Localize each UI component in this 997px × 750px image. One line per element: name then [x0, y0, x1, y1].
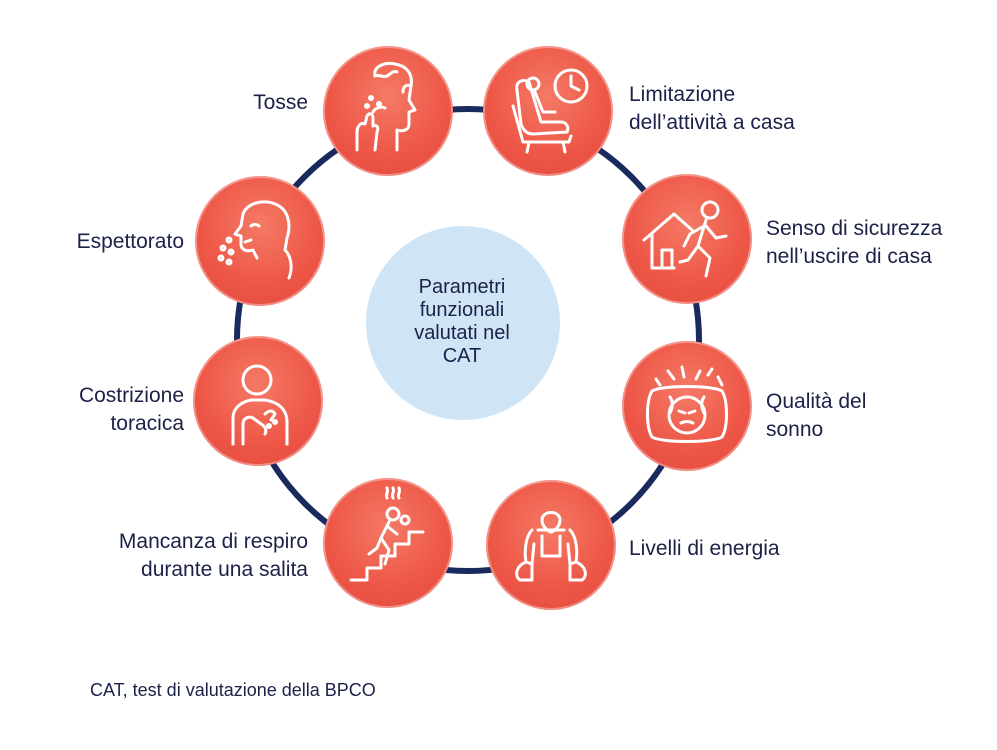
label-costrizione: Costrizione toracica — [40, 382, 184, 438]
label-sonno: Qualità del sonno — [766, 388, 866, 444]
node-respiro — [323, 478, 453, 608]
center-line: valutati nel — [414, 322, 510, 344]
person-leaving-house-icon — [642, 200, 728, 278]
label-line: Livelli di energia — [629, 537, 780, 560]
chest-tightness-icon — [231, 364, 289, 446]
label-line: Costrizione — [78, 384, 184, 407]
sputum-icon — [217, 200, 293, 280]
node-costrizione — [193, 336, 323, 466]
label-line: Tosse — [253, 91, 308, 114]
center-line: funzionali — [419, 299, 505, 321]
node-sicurezza — [622, 174, 752, 304]
label-energia: Livelli di energia — [629, 535, 780, 563]
center-circle — [366, 226, 560, 420]
label-respiro: Mancanza di respiro durante una salita — [60, 528, 308, 584]
node-limitazione — [483, 46, 613, 176]
armchair-clock-icon — [511, 68, 589, 154]
center-title: Parametri funzionali valutati nel CAT — [378, 276, 546, 368]
node-energia — [486, 480, 616, 610]
label-line: dell’attività a casa — [629, 111, 795, 134]
label-limitazione: Limitazione dell’attività a casa — [629, 81, 795, 137]
node-sonno — [622, 341, 752, 471]
label-line: sonno — [766, 418, 824, 441]
label-line: Mancanza di respiro — [118, 530, 308, 553]
label-line: nell’uscire di casa — [766, 245, 932, 268]
label-line: Senso di sicurezza — [766, 217, 943, 240]
label-line: toracica — [110, 412, 184, 435]
label-sicurezza: Senso di sicurezza nell’uscire di casa — [766, 215, 942, 271]
label-line: Espettorato — [76, 230, 184, 253]
center-line: Parametri — [418, 276, 506, 298]
footnote: CAT, test di valutazione della BPCO — [90, 680, 376, 700]
node-espettorato — [195, 176, 325, 306]
cough-icon — [355, 62, 417, 152]
label-line: durante una salita — [141, 558, 308, 581]
sleepless-face-icon — [646, 365, 728, 443]
node-tosse — [323, 46, 453, 176]
label-line: Limitazione — [629, 83, 736, 106]
label-espettorato: Espettorato — [40, 228, 184, 256]
center-line: CAT — [442, 345, 482, 367]
label-tosse: Tosse — [200, 89, 308, 117]
tired-person-icon — [515, 511, 587, 582]
label-line: Qualità del — [766, 390, 867, 413]
person-climbing-stairs-icon — [349, 486, 425, 582]
